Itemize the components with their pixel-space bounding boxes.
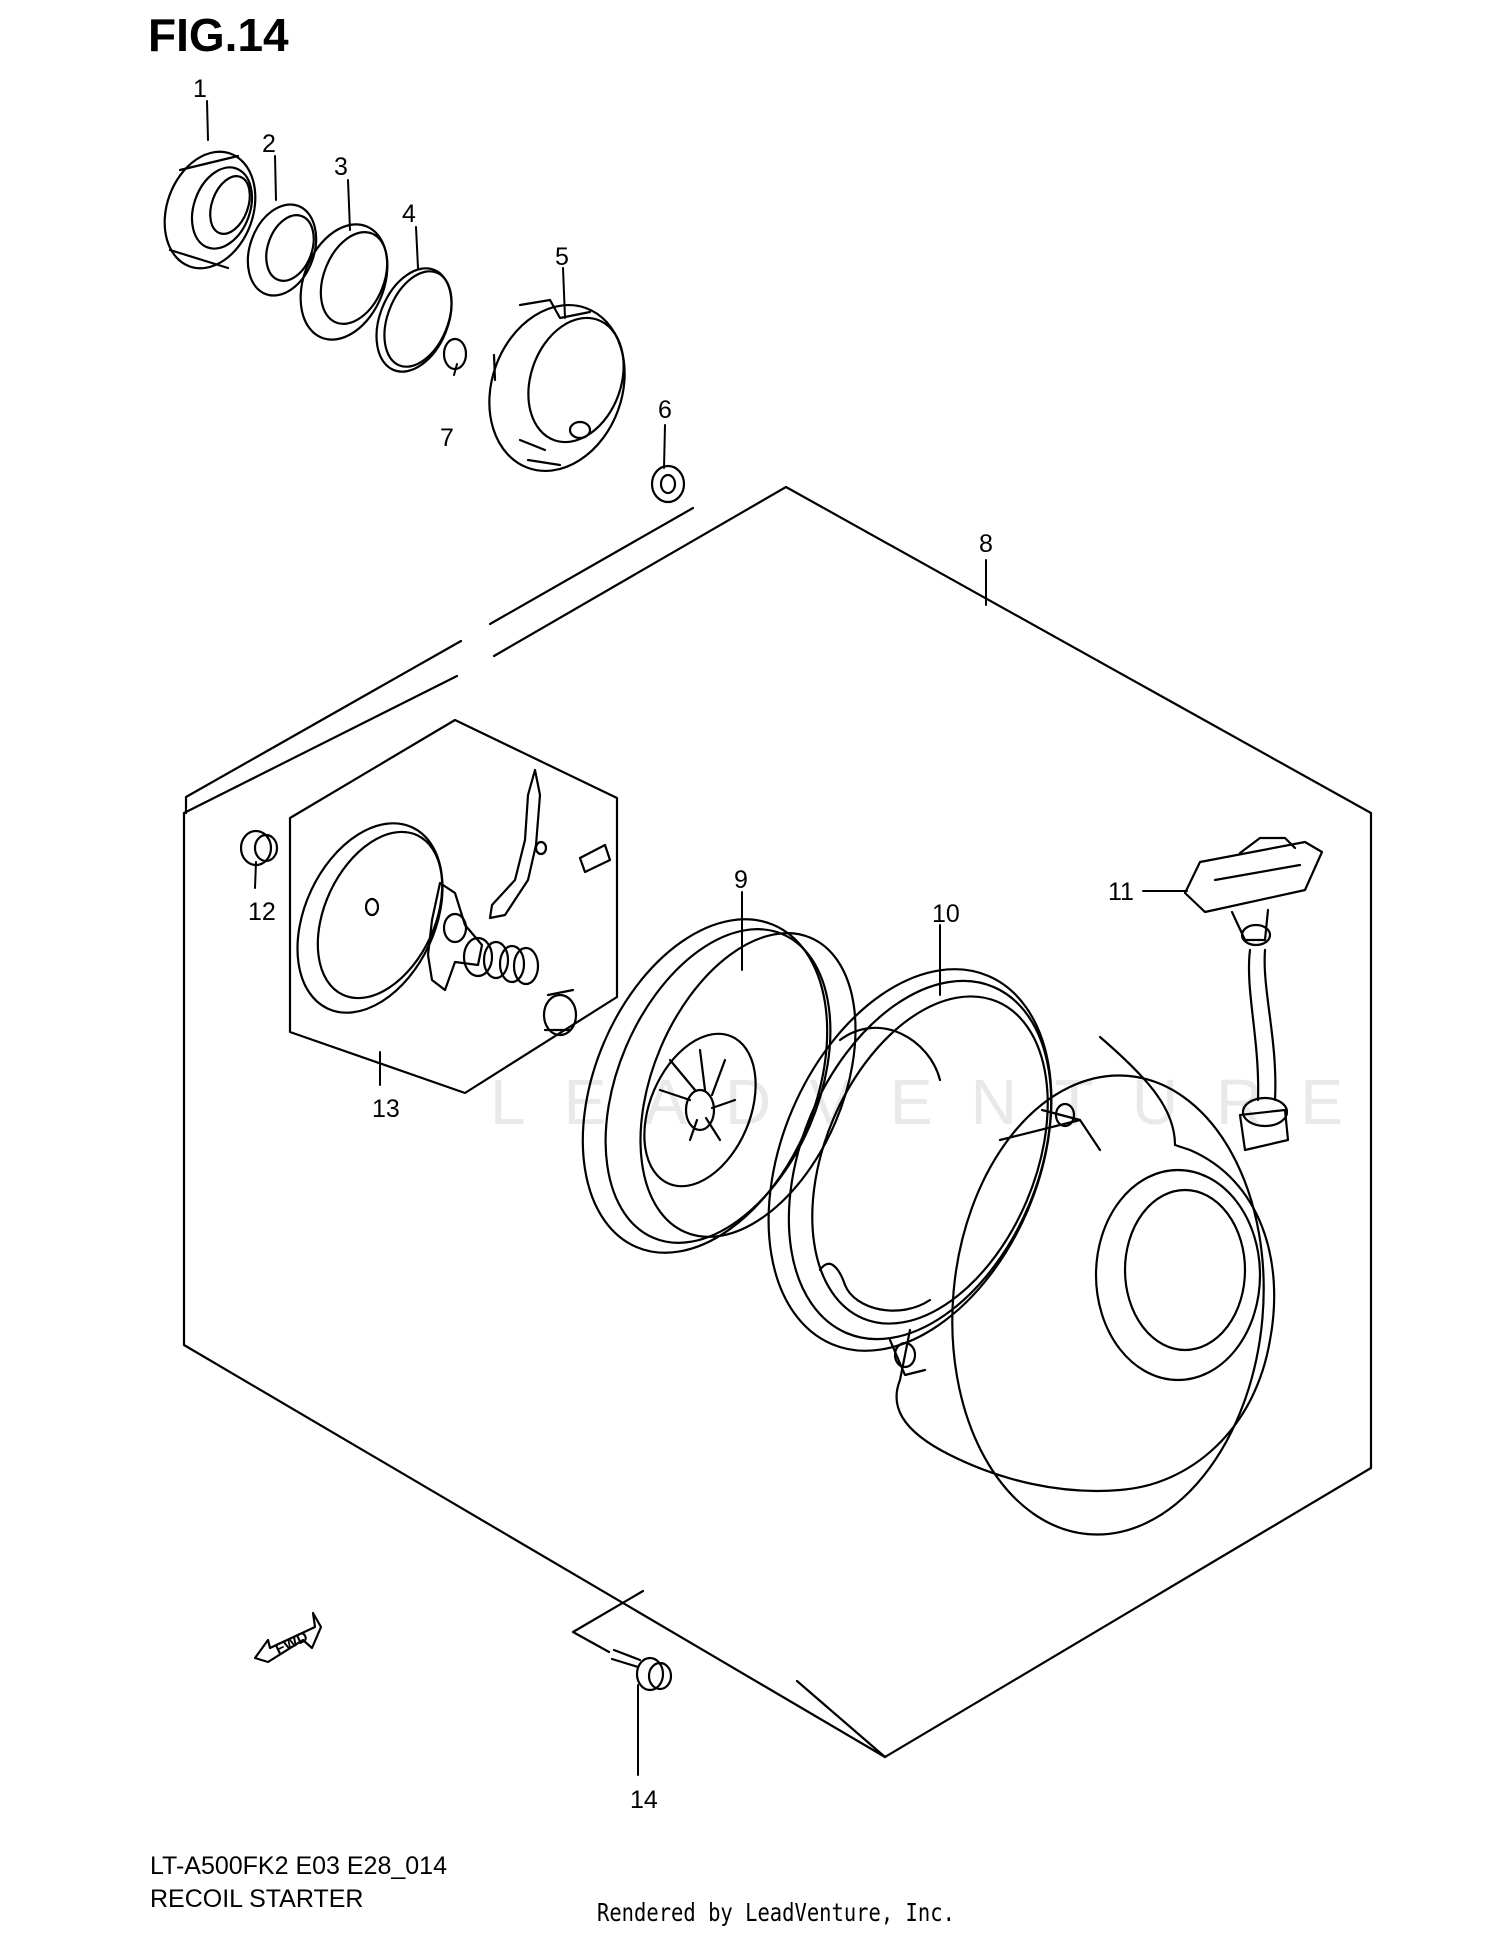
bolt-guide-lines bbox=[571, 1589, 887, 1759]
subassembly-box bbox=[288, 718, 619, 1095]
o-ring-10 bbox=[442, 337, 468, 371]
callout-3[interactable]: 13 bbox=[372, 1095, 400, 1123]
spring-4 bbox=[767, 968, 1053, 1352]
callout-4[interactable]: 10 bbox=[932, 900, 960, 928]
bearing-12 bbox=[163, 150, 257, 270]
bolt-5 bbox=[239, 829, 279, 867]
oil-seal-14 bbox=[246, 203, 318, 297]
leader-lines bbox=[206, 100, 1188, 1776]
recoil-case bbox=[888, 1035, 1276, 1536]
callout-5[interactable]: 12 bbox=[248, 898, 276, 926]
ratchet-pawl bbox=[488, 768, 548, 920]
model-code: LT-A500FK2 E03 E28_014 bbox=[150, 1852, 447, 1880]
spring bbox=[462, 936, 540, 986]
reel-2 bbox=[581, 918, 857, 1254]
pin bbox=[578, 843, 612, 874]
assembly-box-back-edge bbox=[184, 506, 695, 815]
callout-12[interactable]: 1 bbox=[193, 75, 207, 103]
figure-title: FIG.14 bbox=[148, 9, 289, 61]
watermark-text: LEADVENTURE bbox=[490, 1066, 1381, 1138]
fwd-label: FWD bbox=[272, 1628, 310, 1658]
callout-8[interactable]: 5 bbox=[555, 243, 569, 271]
callout-9[interactable]: 6 bbox=[658, 396, 672, 424]
starter-handle-6 bbox=[1183, 836, 1324, 1152]
bolt-7 bbox=[610, 1648, 673, 1692]
friction-plate bbox=[296, 822, 444, 1014]
fwd-arrow-icon bbox=[253, 1611, 323, 1664]
assembly-box-outline bbox=[182, 485, 1373, 1759]
retainer bbox=[542, 988, 578, 1037]
render-credit: Rendered by LeadVenture, Inc. bbox=[597, 1898, 955, 1927]
callout-10[interactable]: 7 bbox=[440, 424, 454, 452]
callout-11[interactable]: 3 bbox=[334, 153, 348, 181]
callout-1[interactable]: 8 bbox=[979, 530, 993, 558]
section-name: RECOIL STARTER bbox=[150, 1885, 364, 1913]
callout-14[interactable]: 2 bbox=[262, 130, 276, 158]
guide-washer bbox=[426, 881, 484, 992]
o-ring-13 bbox=[375, 267, 453, 373]
callout-2[interactable]: 9 bbox=[734, 866, 748, 894]
callout-6[interactable]: 11 bbox=[1108, 878, 1134, 906]
nut-9 bbox=[650, 464, 686, 504]
callout-13[interactable]: 4 bbox=[402, 200, 416, 228]
seal-11 bbox=[299, 223, 389, 341]
callout-7[interactable]: 14 bbox=[630, 1786, 658, 1814]
starter-drive-8 bbox=[488, 298, 626, 473]
